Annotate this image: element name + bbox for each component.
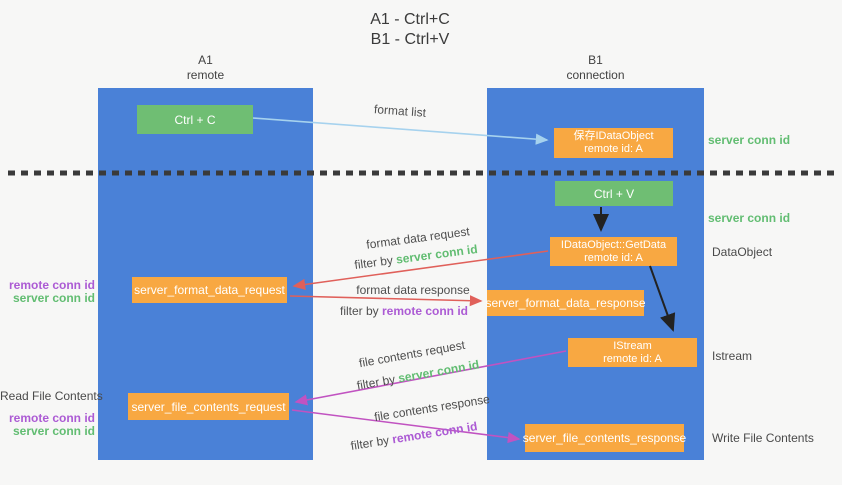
- lane-a1-name: A1: [198, 53, 213, 67]
- annotation-server-conn-id-top: server conn id: [708, 133, 791, 147]
- node-save-idataobject: 保存IDataObject remote id: A: [554, 128, 673, 158]
- label-format-data-response: format data response: [356, 283, 470, 297]
- annotation-write-file-contents: Write File Contents: [712, 431, 814, 445]
- annotation-file-server-conn-id: server conn id: [12, 424, 95, 438]
- lane-b1-name: B1: [588, 53, 603, 67]
- annotation-format-server-conn-id: server conn id: [12, 291, 95, 305]
- lane-header-a1: A1 remote: [98, 53, 313, 83]
- node-getdata-line2: remote id: A: [584, 251, 643, 264]
- title-line-1: A1 - Ctrl+C: [370, 11, 450, 28]
- node-server-format-data-response: server_format_data_response: [485, 290, 646, 316]
- node-idataobject-getdata: IDataObject::GetData remote id: A: [550, 237, 677, 266]
- annotation-format-conn-ids: remote conn id server conn id: [0, 279, 95, 305]
- title-line-2: B1 - Ctrl+V: [370, 31, 450, 48]
- annotation-server-conn-id-mid: server conn id: [708, 211, 791, 225]
- node-istream: IStream remote id: A: [568, 338, 697, 367]
- node-ctrl-v-label: Ctrl + V: [593, 186, 635, 201]
- filter-by-prefix: filter by: [339, 304, 382, 318]
- annotation-read-file-contents: Read File Contents: [0, 389, 103, 403]
- node-save-idataobject-line1: 保存IDataObject: [573, 130, 654, 142]
- node-getdata-line1: IDataObject::GetData: [560, 238, 667, 251]
- diagram-title: A1 - Ctrl+C B1 - Ctrl+V: [330, 10, 490, 50]
- node-server-format-data-response-label: server_format_data_response: [485, 296, 646, 310]
- filter-by-prefix: filter by: [353, 252, 398, 273]
- label-format-list: format list: [373, 102, 427, 120]
- node-server-format-data-request-label: server_format_data_request: [134, 283, 285, 297]
- filter-by-prefix: filter by: [349, 432, 394, 453]
- node-ctrl-c: Ctrl + C: [137, 105, 253, 134]
- filter-by-prefix: filter by: [355, 371, 400, 393]
- annotation-file-remote-conn-id: remote conn id: [8, 411, 95, 425]
- lane-header-b1: B1 connection: [487, 53, 704, 83]
- annotation-dataobject: DataObject: [712, 245, 773, 259]
- lane-a1-role: remote: [186, 68, 225, 82]
- node-istream-line2: remote id: A: [603, 352, 662, 365]
- annotation-istream: Istream: [712, 349, 753, 363]
- node-server-format-data-request: server_format_data_request: [132, 277, 287, 303]
- filter-key-remote-conn-id: remote conn id: [391, 419, 479, 447]
- node-server-file-contents-request: server_file_contents_request: [128, 393, 289, 420]
- node-server-file-contents-response-label: server_file_contents_response: [522, 431, 687, 445]
- node-ctrl-c-label: Ctrl + C: [174, 112, 216, 127]
- annotation-file-conn-ids: remote conn id server conn id: [0, 412, 95, 438]
- node-ctrl-v: Ctrl + V: [555, 181, 673, 206]
- lane-b1-role: connection: [566, 68, 625, 82]
- annotation-format-remote-conn-id: remote conn id: [8, 278, 95, 292]
- node-save-idataobject-line2: remote id: A: [584, 143, 643, 155]
- node-server-file-contents-request-label: server_file_contents_request: [131, 399, 286, 414]
- node-server-file-contents-response: server_file_contents_response: [522, 424, 687, 452]
- filter-key-remote-conn-id: remote conn id: [382, 304, 469, 318]
- label-format-data-response-filter: filter by remote conn id: [324, 304, 484, 318]
- node-istream-line1: IStream: [613, 339, 652, 352]
